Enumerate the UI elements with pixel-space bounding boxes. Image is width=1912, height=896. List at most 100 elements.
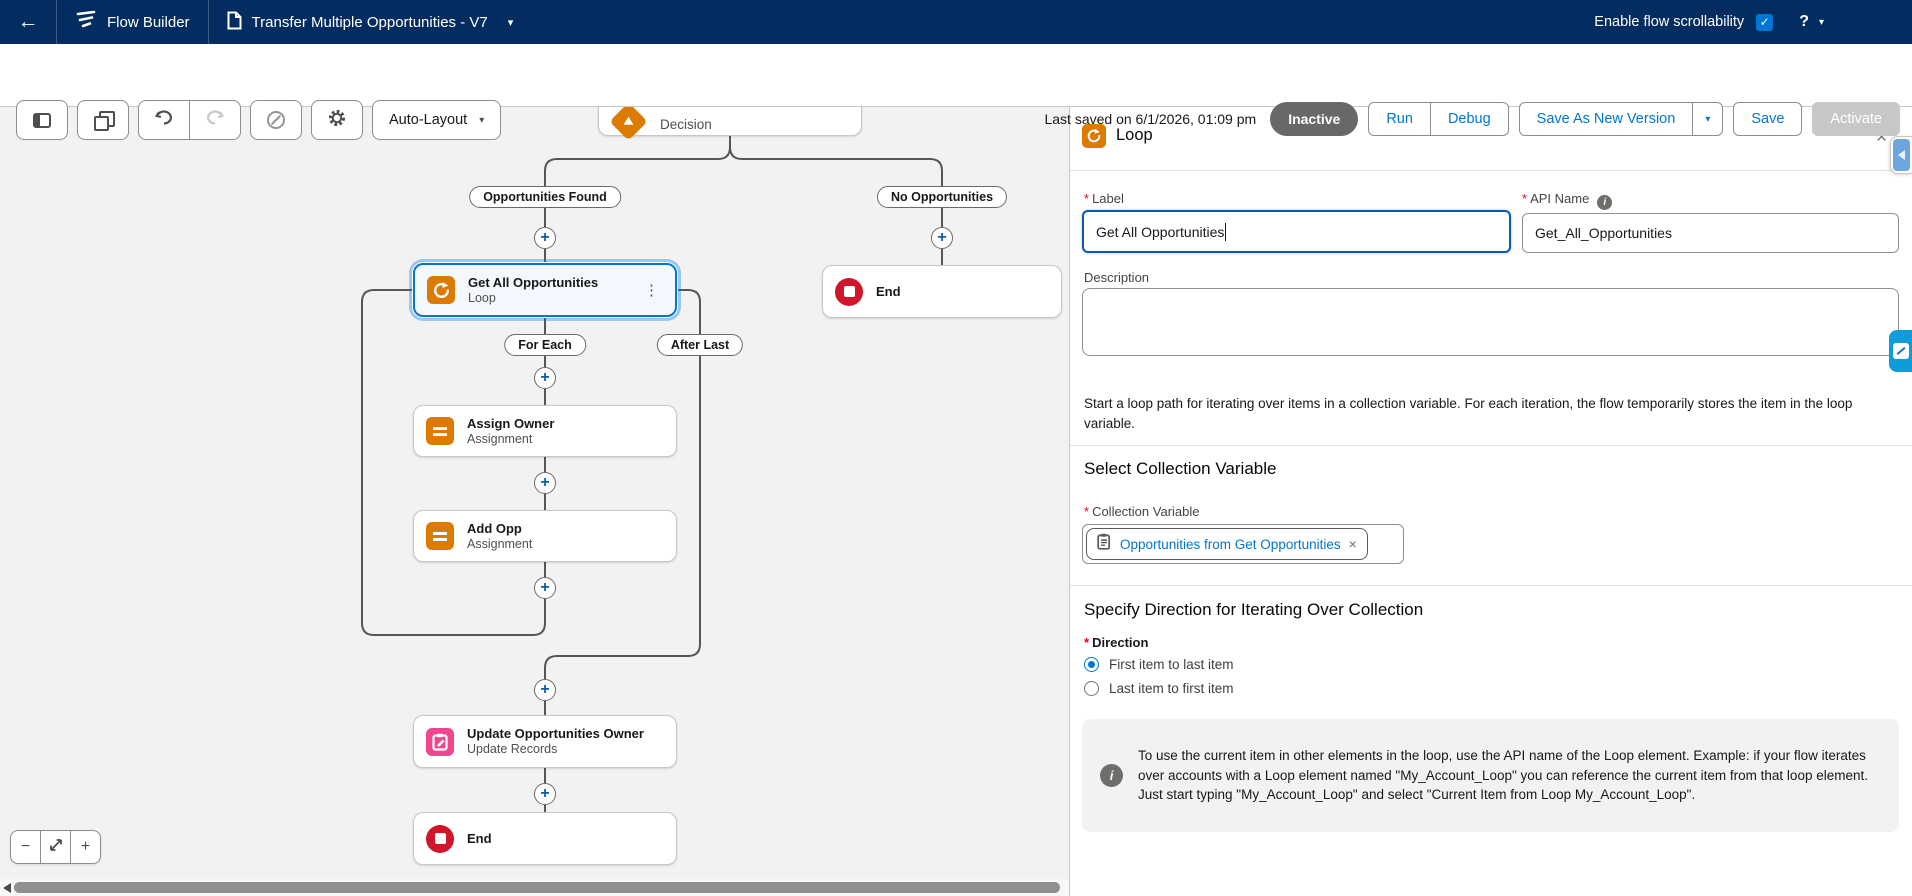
save-as-new-version-button[interactable]: Save As New Version	[1518, 102, 1694, 136]
scrollbar-thumb[interactable]	[14, 882, 1060, 893]
help-menu[interactable]: ?	[1799, 13, 1809, 30]
required-asterisk: *	[1522, 191, 1528, 206]
nav-divider	[207, 0, 209, 44]
flow-connectors	[361, 136, 943, 812]
debug-button[interactable]: Debug	[1429, 102, 1509, 136]
node-end-right[interactable]: End	[822, 265, 1062, 318]
add-element-button[interactable]: +	[534, 577, 556, 599]
plus-icon: +	[540, 369, 550, 386]
copy-elements-button[interactable]	[77, 100, 129, 140]
chevron-down-icon: ▾	[1705, 113, 1711, 125]
scrollability-checkbox[interactable]: ✓	[1756, 13, 1774, 31]
node-loop-get-all-opportunities[interactable]: Get All Opportunities Loop ⋮	[413, 263, 677, 317]
text-cursor	[1225, 222, 1227, 241]
app-breadcrumb: Flow Builder	[57, 0, 208, 44]
no-entry-icon	[267, 111, 285, 129]
add-element-button[interactable]: +	[534, 783, 556, 805]
description-field-label: Description	[1084, 270, 1150, 285]
info-icon[interactable]: i	[1597, 195, 1613, 210]
scroll-left-arrow[interactable]	[3, 883, 11, 893]
last-saved-text: Last saved on 6/1/2026, 01:09 pm	[1044, 111, 1257, 127]
collection-variable-pill[interactable]: Opportunities from Get Opportunities ×	[1086, 528, 1368, 560]
collection-variable-value: Opportunities from Get Opportunities	[1120, 536, 1341, 552]
panel-expand-handle[interactable]	[1890, 136, 1912, 174]
undo-icon	[154, 109, 174, 132]
plus-icon: +	[80, 838, 91, 855]
node-label: Decision	[660, 116, 712, 132]
info-box-text: To use the current item in other element…	[1138, 748, 1868, 803]
flow-toolbar: Auto-Layout ▾ Last saved on 6/1/2026, 01…	[0, 44, 1912, 140]
node-menu-button[interactable]: ⋮	[640, 281, 663, 299]
chevron-down-icon[interactable]: ▾	[1818, 16, 1824, 28]
collection-variable-label: *Collection Variable	[1084, 504, 1200, 519]
close-panel-button[interactable]: ×	[1876, 127, 1887, 149]
required-asterisk: *	[1084, 191, 1090, 206]
label-input[interactable]: Get All Opportunities	[1082, 210, 1511, 253]
toggle-panel-button[interactable]	[16, 100, 68, 140]
status-badge: Inactive	[1270, 102, 1359, 136]
node-end-bottom[interactable]: End	[413, 812, 677, 865]
direction-section-title: Specify Direction for Iterating Over Col…	[1084, 600, 1424, 619]
end-icon	[426, 824, 454, 853]
node-title: Update Opportunities Owner	[467, 726, 644, 741]
api-name-input-value: Get_All_Opportunities	[1535, 225, 1672, 241]
redo-button[interactable]	[189, 100, 241, 140]
node-title: End	[876, 283, 901, 299]
add-element-button[interactable]: +	[931, 227, 953, 249]
zoom-out-button[interactable]: −	[10, 830, 41, 864]
edit-tool-handle[interactable]	[1889, 330, 1912, 372]
panel-divider	[1070, 585, 1912, 586]
flow-canvas[interactable]: Decision Opportunities Found No Opportun…	[0, 107, 1069, 879]
layout-mode-dropdown[interactable]: Auto-Layout ▾	[372, 100, 502, 140]
decision-icon	[609, 107, 648, 141]
add-element-button[interactable]: +	[534, 679, 556, 701]
description-textarea[interactable]	[1082, 288, 1899, 356]
flow-title-menu[interactable]: Transfer Multiple Opportunities - V7 ▾	[209, 0, 532, 44]
branch-label-after-last: After Last	[656, 334, 744, 356]
chevron-left-icon	[1893, 139, 1910, 171]
top-navigation-bar: ← Flow Builder Transfer Multiple Opportu…	[0, 0, 1912, 44]
node-assign-owner[interactable]: Assign Owner Assignment	[413, 405, 677, 457]
branch-label-no-opportunities: No Opportunities	[876, 186, 1008, 208]
chevron-down-icon: ▾	[507, 16, 514, 29]
edit-pencil-icon	[1892, 343, 1909, 359]
close-icon: ×	[1876, 127, 1888, 148]
more-options-icon: ⋮	[644, 282, 659, 299]
fit-to-view-button[interactable]	[40, 830, 71, 864]
save-options-dropdown-button[interactable]: ▾	[1692, 102, 1724, 136]
radio-first-to-last[interactable]: First item to last item	[1084, 657, 1234, 672]
flow-settings-button[interactable]	[311, 100, 363, 140]
undo-button[interactable]	[138, 100, 190, 140]
remove-selection-icon[interactable]: ×	[1348, 536, 1357, 552]
canvas-zoom-controls: − +	[10, 830, 101, 864]
node-subtitle: Assignment	[467, 431, 533, 446]
node-decision[interactable]: Decision	[598, 107, 862, 141]
collection-variable-combobox[interactable]: Opportunities from Get Opportunities ×	[1082, 524, 1404, 564]
minus-icon: −	[20, 838, 31, 855]
deactivate-element-button[interactable]	[250, 100, 302, 140]
save-button[interactable]: Save	[1733, 102, 1803, 136]
plus-icon: +	[937, 229, 947, 246]
undo-redo-group	[138, 100, 241, 140]
node-update-opportunities-owner[interactable]: Update Opportunities Owner Update Record…	[413, 715, 677, 768]
add-element-button[interactable]: +	[534, 367, 556, 389]
node-title: End	[467, 830, 492, 846]
api-name-input[interactable]: Get_All_Opportunities	[1522, 213, 1899, 253]
back-button[interactable]: ←	[0, 0, 56, 44]
zoom-in-button[interactable]: +	[70, 830, 101, 864]
radio-last-to-first[interactable]: Last item to first item	[1084, 681, 1234, 696]
activate-button[interactable]: Activate	[1812, 102, 1900, 136]
check-icon: ✓	[1759, 15, 1770, 29]
loop-icon	[1082, 124, 1106, 148]
add-element-button[interactable]: +	[534, 472, 556, 494]
run-debug-group: Run Debug	[1368, 102, 1509, 136]
node-title: Add Opp	[467, 520, 522, 536]
copy-icon	[94, 111, 115, 131]
add-element-button[interactable]: +	[534, 227, 556, 249]
plus-icon: +	[540, 681, 550, 698]
node-add-opp[interactable]: Add Opp Assignment	[413, 510, 677, 562]
canvas-horizontal-scrollbar[interactable]	[0, 879, 1069, 896]
panel-divider	[1070, 445, 1912, 446]
run-button[interactable]: Run	[1368, 102, 1431, 136]
